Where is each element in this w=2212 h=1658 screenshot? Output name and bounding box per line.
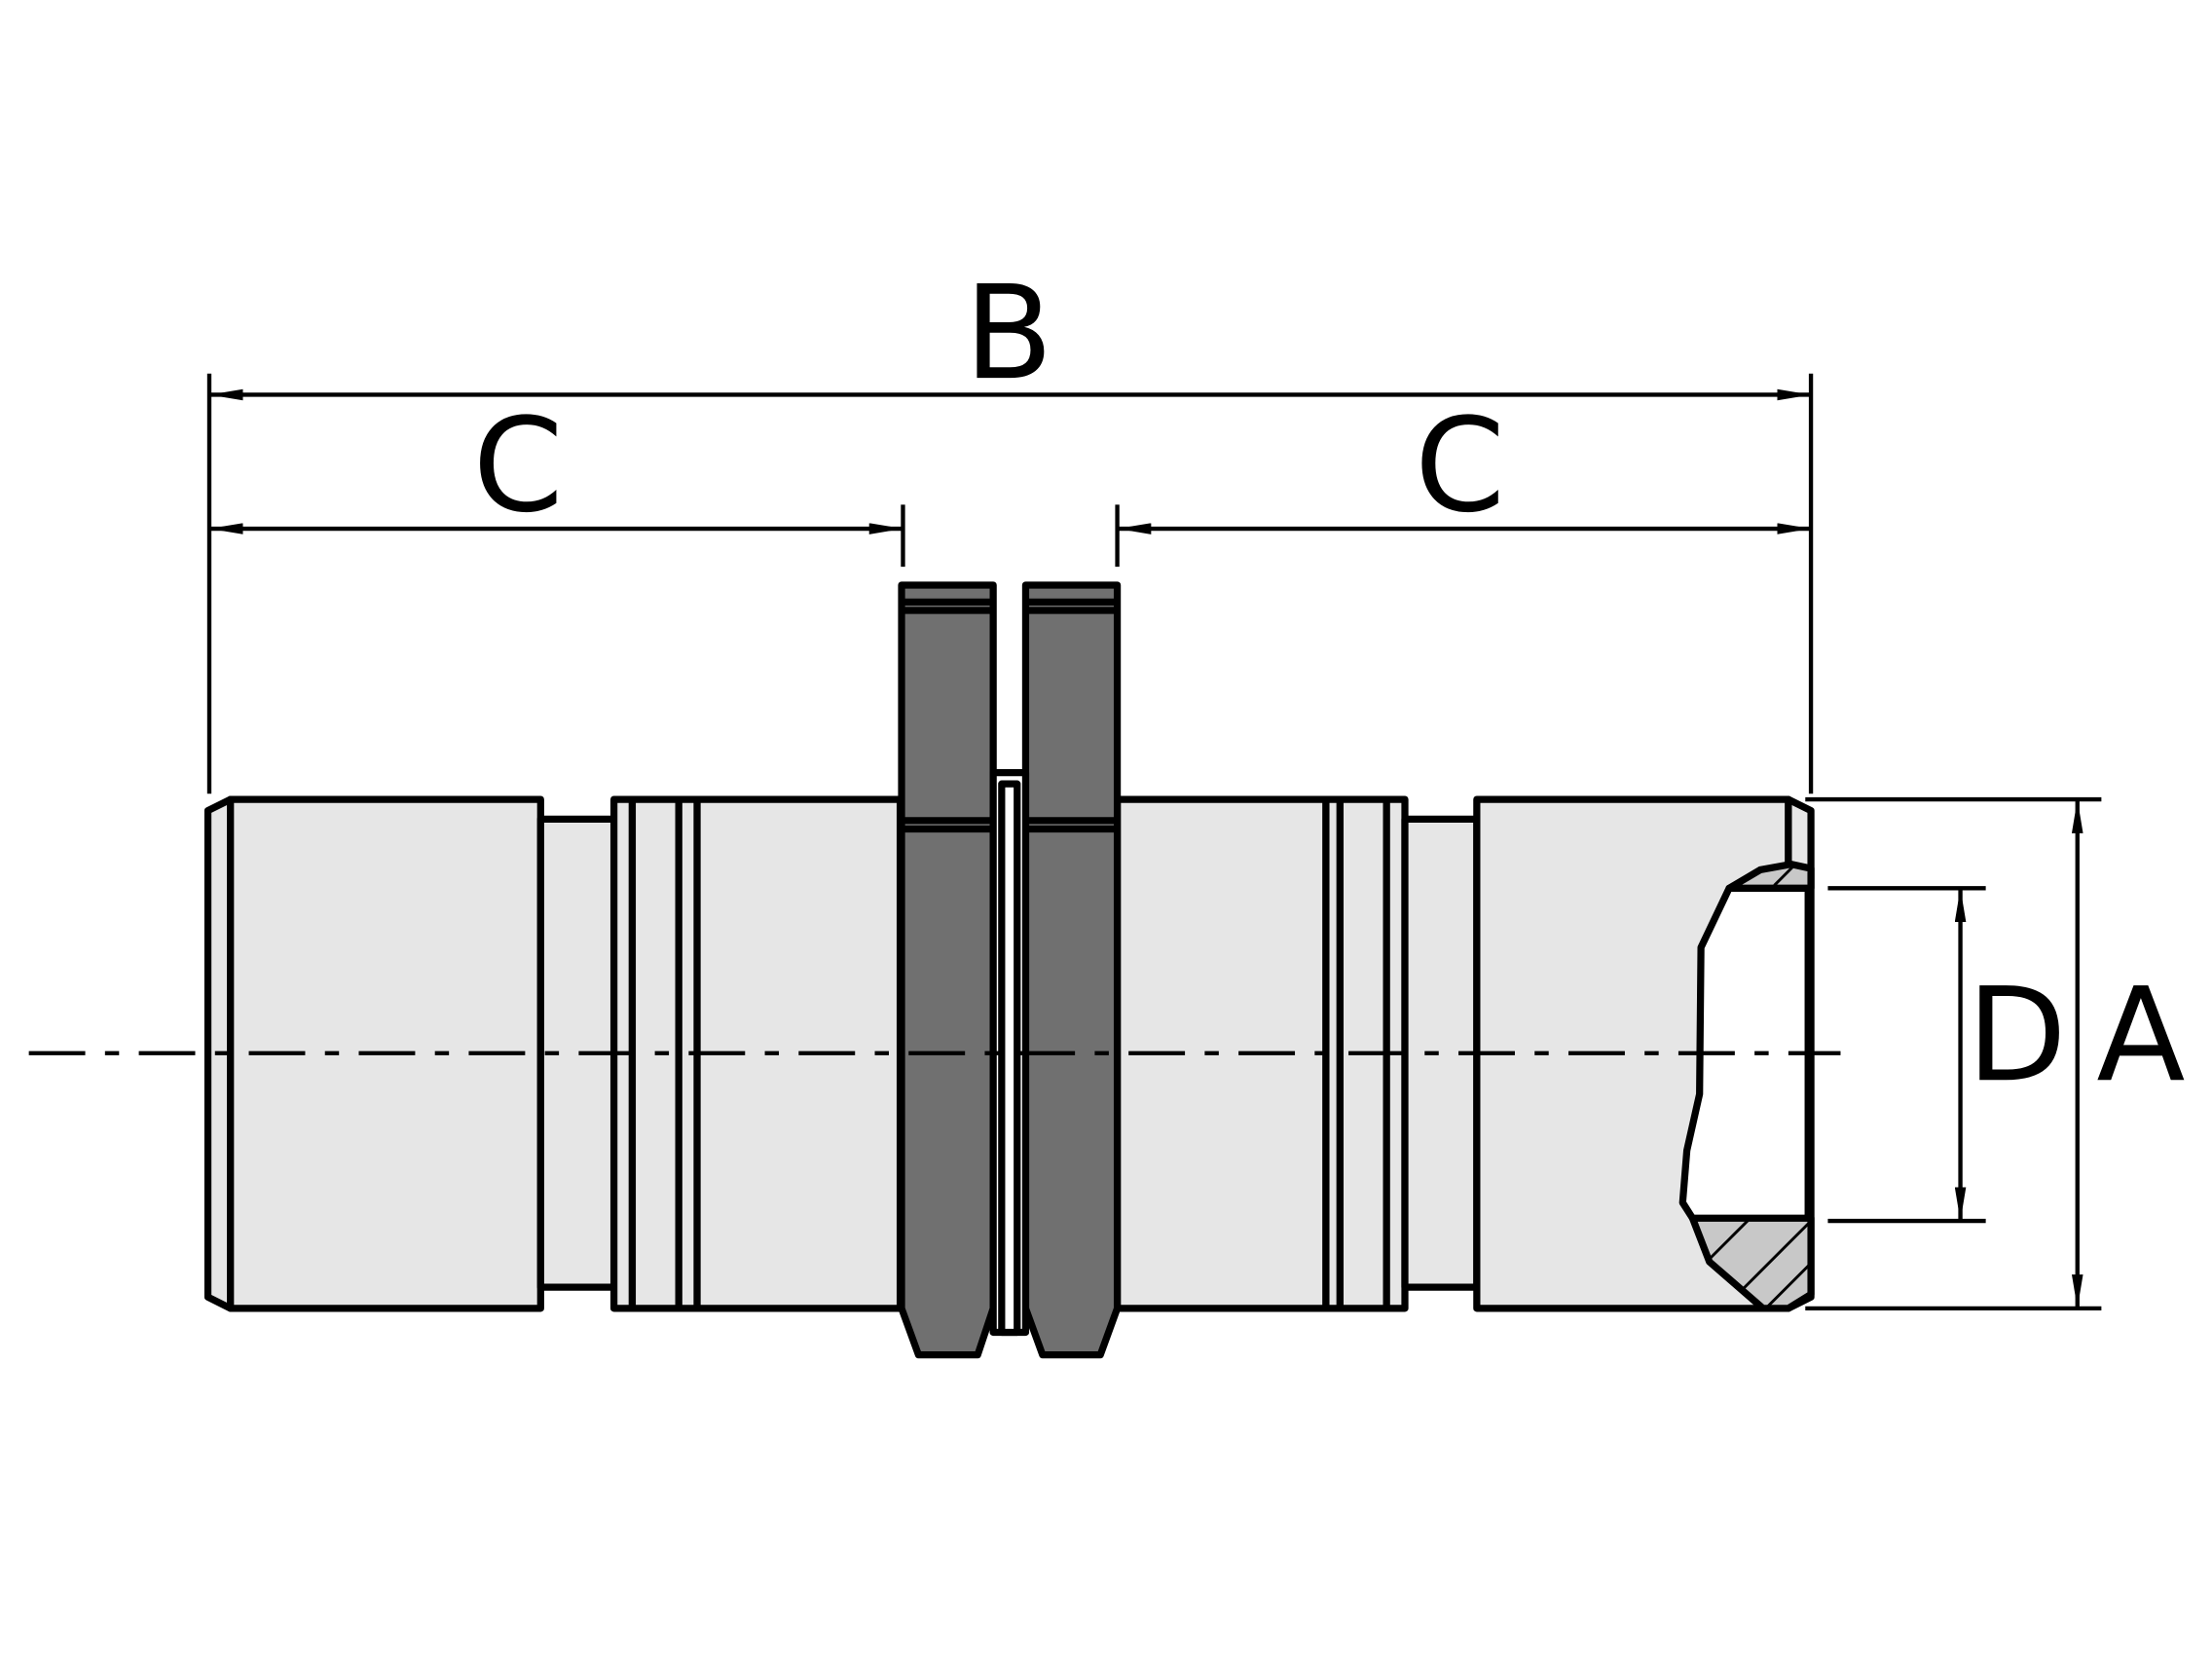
nuts [898, 581, 1122, 1359]
label-d: D [1967, 960, 2067, 1111]
dimensions [206, 373, 2102, 1311]
right-nut [1021, 581, 1122, 1359]
cutaway-opening [1678, 884, 1812, 1222]
label-c-right: C [1415, 390, 1505, 541]
label-b: B [964, 258, 1052, 409]
label-a: A [2096, 960, 2185, 1111]
label-c-left: C [473, 390, 564, 541]
left-nut [898, 581, 997, 1359]
cutaway-section [1678, 861, 1815, 1312]
